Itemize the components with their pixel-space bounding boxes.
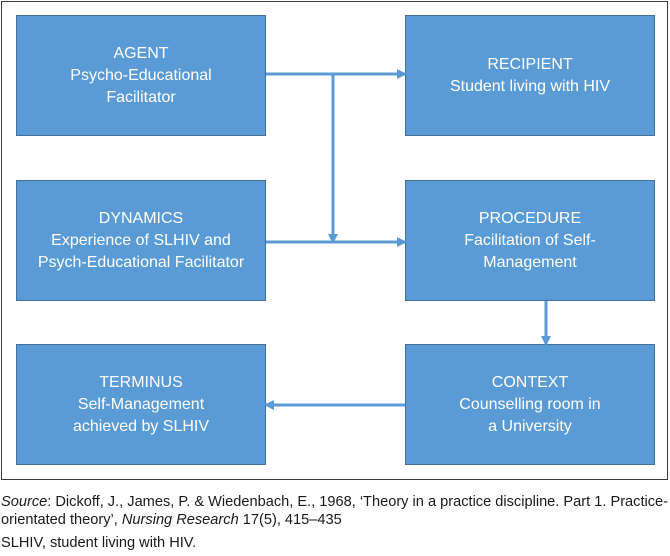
terminus-line-1: Self-Management: [77, 395, 205, 413]
abbreviation-note: SLHIV, student living with HIV.: [1, 535, 197, 551]
source-text-1: : Dickoff, J., James, P. & Wiedenbach, E…: [1, 494, 669, 528]
context-box: CONTEXT Counselling room in a University: [405, 344, 655, 465]
dynamics-box: DYNAMICS Experience of SLHIV and Psych-E…: [16, 180, 266, 301]
agent-heading: AGENT: [113, 44, 169, 62]
source-label: Source: [1, 494, 48, 510]
procedure-box: PROCEDURE Facilitation of Self- Manageme…: [405, 180, 655, 301]
connector-arrows: [264, 69, 551, 410]
procedure-heading: PROCEDURE: [478, 209, 582, 227]
agent-line-2: Facilitator: [106, 88, 176, 106]
agent-line-1: Psycho-Educational: [70, 66, 212, 84]
recipient-line-1: Student living with HIV: [449, 77, 611, 95]
source-text-2: 17(5), 415–435: [238, 512, 342, 528]
dynamics-line-1: Experience of SLHIV and: [51, 231, 231, 249]
terminus-box: TERMINUS Self-Management achieved by SLH…: [16, 344, 266, 465]
agent-box: AGENT Psycho-Educational Facilitator: [16, 15, 266, 136]
context-line-1: Counselling room in: [459, 395, 601, 413]
terminus-heading: TERMINUS: [99, 373, 183, 391]
source-caption: Source: Dickoff, J., James, P. & Wiedenb…: [1, 493, 669, 529]
procedure-line-2: Management: [483, 253, 577, 271]
terminus-line-2: achieved by SLHIV: [72, 417, 210, 435]
context-heading: CONTEXT: [491, 373, 569, 391]
diagram-frame: [1, 1, 668, 480]
procedure-line-1: Facilitation of Self-: [464, 231, 596, 249]
source-journal: Nursing Research: [121, 512, 239, 528]
recipient-box: RECIPIENT Student living with HIV: [405, 15, 655, 136]
recipient-heading: RECIPIENT: [487, 55, 573, 73]
dynamics-line-2: Psych-Educational Facilitator: [37, 253, 245, 271]
context-line-2: a University: [488, 417, 572, 435]
dynamics-heading: DYNAMICS: [98, 209, 184, 227]
